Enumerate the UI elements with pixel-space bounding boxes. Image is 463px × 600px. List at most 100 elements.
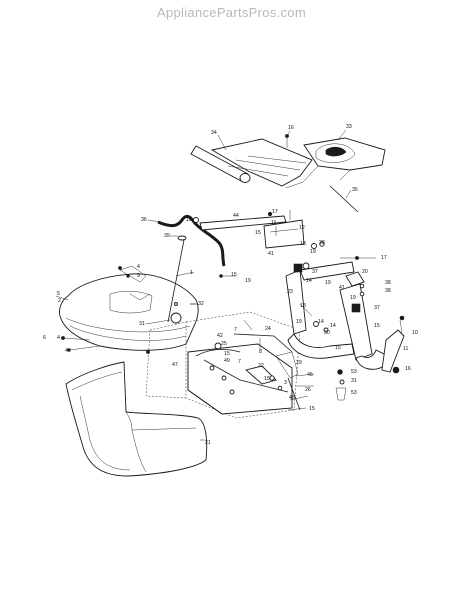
upper-bracket [199,210,305,249]
callout-16-b: 16 [405,366,411,372]
callout-15-c: 15 [374,323,380,329]
plate-22 [245,365,277,385]
callout-25: 25 [221,341,227,347]
callout-labels: 34 16 33 35 17 36 18 44 11 15 12 39 38 1… [43,124,418,446]
callout-15-e: 15 [309,406,315,412]
callout-13: 13 [300,303,306,309]
roller-42 [214,342,222,350]
callout-33: 33 [346,124,352,130]
callout-5: 5 [57,291,60,297]
callout-44: 44 [233,213,239,219]
callout-45: 45 [307,372,313,378]
callout-9: 9 [137,273,140,279]
washer-3 [277,385,283,391]
callout-41: 41 [268,251,274,257]
bracket-26 [287,377,301,411]
bolt-6 [63,337,91,341]
strap-11b [381,329,405,373]
handle-rod-1 [167,239,185,323]
latch-4 [119,265,147,283]
callout-12: 12 [299,225,305,231]
clip-53b [335,387,347,401]
callout-10: 10 [412,330,418,336]
grass-bag-21 [65,361,208,477]
bolt-10 [399,315,405,321]
callout-18-b: 18 [300,241,306,247]
callout-30: 30 [324,330,330,336]
callout-41-b: 41 [339,285,345,291]
washer-31b [339,379,345,385]
callout-3: 3 [284,380,287,386]
callout-31: 31 [139,321,145,327]
callout-35: 35 [352,187,358,193]
knob [170,312,182,324]
callout-31-b: 31 [351,378,357,384]
callout-24: 24 [265,326,271,332]
callout-4-c: 4 [65,348,68,354]
callout-17: 17 [272,209,278,215]
callout-1: 1 [190,270,193,276]
callout-4: 4 [137,264,140,270]
callout-53: 53 [351,369,357,375]
callout-23: 23 [287,289,293,295]
callout-8: 8 [259,349,262,355]
callout-21: 21 [205,440,211,446]
nut-16b [392,366,400,374]
callout-15: 15 [255,230,261,236]
callout-4-b: 4 [57,335,60,341]
plate-30 [275,351,299,379]
callout-38-b: 38 [385,280,391,286]
callout-19-d: 19 [296,319,302,325]
callout-2: 2 [58,298,61,304]
callout-53-b: 53 [351,390,357,396]
callout-42: 42 [217,333,223,339]
leader-lines [55,129,403,441]
upper-chute-assembly [190,134,386,213]
right-frame-assembly [285,241,405,374]
lower-hardware [287,369,347,411]
callout-15-f: 15 [264,376,270,382]
callout-49: 49 [224,358,230,364]
bag-cover-assembly [59,235,199,352]
callout-38: 38 [319,240,325,246]
callout-20: 20 [362,269,368,275]
callout-14-b: 14 [330,323,336,329]
callout-19-c: 19 [325,280,331,286]
callout-14-c: 14 [318,319,324,325]
callout-16: 16 [288,125,294,131]
bolt-4c [69,345,101,351]
callout-18: 18 [186,217,192,223]
frame-assembly [145,311,301,419]
watermark-text: AppliancePartsPros.com [157,5,306,20]
callout-32: 32 [198,301,204,307]
cover-shell [59,273,199,351]
callout-48: 48 [289,395,295,401]
block-37a [293,263,303,273]
callout-11-b: 11 [403,346,408,352]
callout-34: 34 [211,130,217,136]
lift-rod-39 [157,214,226,267]
nut-53a [337,369,343,375]
callout-22: 22 [258,363,264,369]
callout-15-b: 15 [231,272,237,278]
callout-17-right: 17 [381,255,387,261]
callout-38-c: 38 [385,288,391,294]
callout-37-b: 37 [374,305,380,311]
rod-24 [233,333,293,353]
callout-47: 47 [172,362,178,368]
callout-15-g: 15 [335,345,341,351]
rod-34-end [239,173,251,183]
callout-7: 7 [234,327,237,333]
callout-19-b: 19 [245,278,251,284]
callout-26: 26 [305,387,311,393]
callout-19: 19 [310,249,316,255]
callout-36: 36 [141,217,147,223]
callout-39: 39 [164,233,170,239]
pin-35 [329,185,359,213]
callout-6: 6 [43,335,46,341]
callout-37: 37 [312,269,318,275]
callout-15-d: 15 [224,351,230,357]
callout-7-b: 7 [238,359,241,365]
callout-29: 29 [296,360,302,366]
